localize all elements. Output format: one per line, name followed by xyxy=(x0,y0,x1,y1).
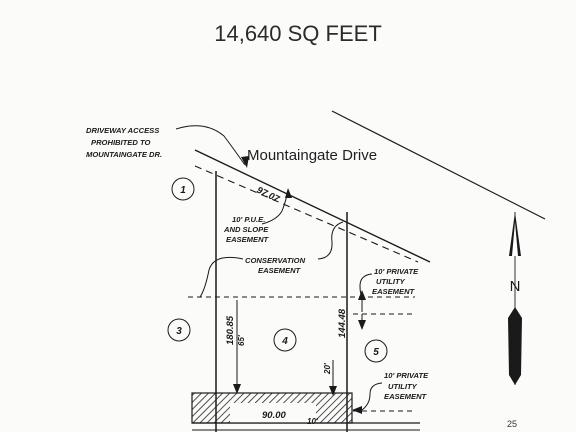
utility-leader-bottom xyxy=(361,382,383,411)
arrow-head-icon xyxy=(358,290,366,300)
arrow-head-icon xyxy=(358,320,366,330)
left-side-dimension: 180.85 xyxy=(225,315,236,345)
arrow-head-icon xyxy=(352,406,362,414)
street-centerline xyxy=(331,110,546,220)
pue-note-line2: AND SLOPE xyxy=(223,225,269,234)
easement-line xyxy=(194,165,419,263)
arrow-head-icon xyxy=(285,188,292,198)
arrow-head-icon xyxy=(233,384,241,394)
page-title: 14,640 SQ FEET xyxy=(214,21,382,46)
driveway-note-line3: MOUNTAINGATE DR. xyxy=(86,150,162,159)
conservation-leader-left xyxy=(199,256,244,298)
lot-1-label: 1 xyxy=(180,185,186,196)
utility-bottom-note-line3: EASEMENT xyxy=(384,392,428,401)
driveway-note-line1: DRIVEWAY ACCESS xyxy=(86,126,159,135)
conservation-note-line1: CONSERVATION xyxy=(245,256,306,265)
lot-3-circle xyxy=(167,318,191,342)
setback-right-dimension: 20' xyxy=(323,362,332,375)
arrow-head-icon xyxy=(329,386,337,396)
lot-5-circle xyxy=(364,339,388,363)
pue-note-line3: EASEMENT xyxy=(226,235,270,244)
utility-top-note-line2: UTILITY xyxy=(376,277,406,286)
right-side-dimension: 144.48 xyxy=(337,308,348,338)
arrow-head-icon xyxy=(241,156,249,168)
north-arrow-icon xyxy=(508,212,522,385)
street-row-line xyxy=(194,149,431,263)
driveway-note-line2: PROHIBITED TO xyxy=(91,138,150,147)
north-label: N xyxy=(510,278,521,295)
utility-top-note-line3: EASEMENT xyxy=(372,287,416,296)
street-label: Mountaingate Drive xyxy=(247,147,377,164)
utility-leader-top xyxy=(359,273,373,301)
conservation-note-line2: EASEMENT xyxy=(258,266,302,275)
utility-bottom-note-line1: 10' PRIVATE xyxy=(384,371,429,380)
setback-left-dimension: 65' xyxy=(237,334,246,346)
pue-note-line1: 10' P.U.E. xyxy=(232,215,265,224)
rear-setback-dimension: 10' xyxy=(307,417,319,426)
lot-5-label: 5 xyxy=(373,347,379,358)
lot-4-circle xyxy=(273,328,297,352)
rear-dimension-box xyxy=(230,403,316,423)
rear-dimension: 90.00 xyxy=(262,410,286,421)
lot-4-label: 4 xyxy=(281,336,288,347)
utility-top-note-line1: 10' PRIVATE xyxy=(374,267,419,276)
lot-1-circle xyxy=(171,177,195,201)
page-number: 25 xyxy=(507,419,517,429)
lot-3-label: 3 xyxy=(176,326,182,337)
frontage-dimension: 97.07 xyxy=(255,185,282,206)
driveway-leader-line xyxy=(175,125,246,166)
utility-bottom-note-line2: UTILITY xyxy=(388,382,418,391)
conservation-leader-right xyxy=(317,221,344,260)
